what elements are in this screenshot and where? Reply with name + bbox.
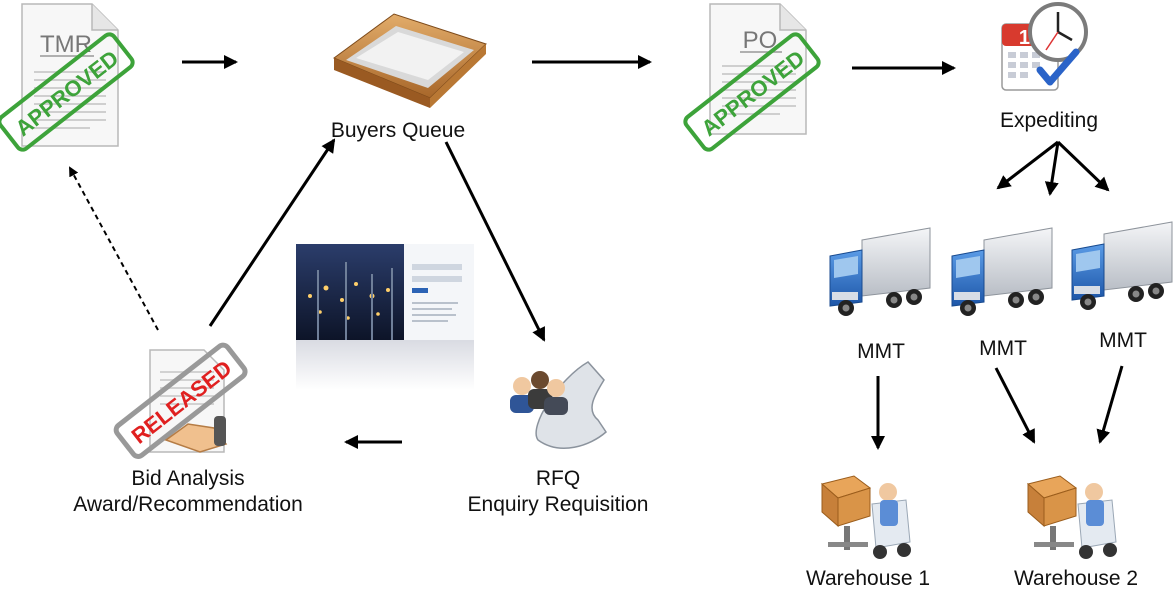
rfq-label-line2: Enquiry Requisition <box>467 493 649 516</box>
bid-analysis-label-line2: Award/Recommendation <box>73 493 303 516</box>
expediting-calendar-icon: 12 <box>1001 2 1088 91</box>
arrow-mmt-3-to-warehouse-2 <box>1096 365 1124 444</box>
arrow-expediting-to-mmt-2 <box>1044 141 1060 196</box>
mmt-truck-icon-2 <box>951 227 1053 316</box>
bid-analysis-label-line1: Bid Analysis <box>131 467 245 490</box>
warehouse-1-label: Warehouse 1 <box>805 567 931 590</box>
arrow-dashed-bid-to-tmr <box>69 166 159 331</box>
warehouse-2-label: Warehouse 2 <box>1013 567 1139 590</box>
rfq-phone-people-icon <box>510 361 607 449</box>
mmt-truck-icon-3 <box>1071 221 1173 310</box>
mmt-label-2: MMT <box>979 337 1027 360</box>
mmt-label-1: MMT <box>857 340 905 363</box>
warehouse-1-forklift-icon <box>820 475 911 559</box>
system-screenshot-thumbnail <box>296 244 474 390</box>
checkmark-icon <box>1036 48 1080 86</box>
buyers-queue-label: Buyers Queue <box>330 119 466 142</box>
arrow-expediting-to-mmt-3 <box>1056 140 1110 192</box>
po-document-icon: PO APPROVED <box>683 3 821 152</box>
rfq-label-line1: RFQ <box>535 467 581 490</box>
flow-arrows <box>182 55 1124 450</box>
buyers-queue-tray-icon <box>332 13 487 108</box>
arrow-mmt-2-to-warehouse-2 <box>994 367 1036 444</box>
bid-analysis-released-icon: RELEASED <box>113 342 248 459</box>
arrow-bid-analysis-to-queue <box>208 138 336 327</box>
mmt-label-3: MMT <box>1099 329 1147 352</box>
arrow-expediting-to-mmt-1 <box>996 140 1059 190</box>
expediting-label: Expediting <box>999 109 1099 132</box>
arrow-queue-to-rfq <box>444 141 546 342</box>
rfq-label: RFQ Enquiry Requisition <box>438 466 678 518</box>
warehouse-2-forklift-icon <box>1026 475 1117 559</box>
tmr-document-icon: TMR APPROVED <box>0 3 135 152</box>
mmt-truck-icon-1 <box>829 227 931 316</box>
bid-analysis-label: Bid Analysis Award/Recommendation <box>38 466 338 518</box>
